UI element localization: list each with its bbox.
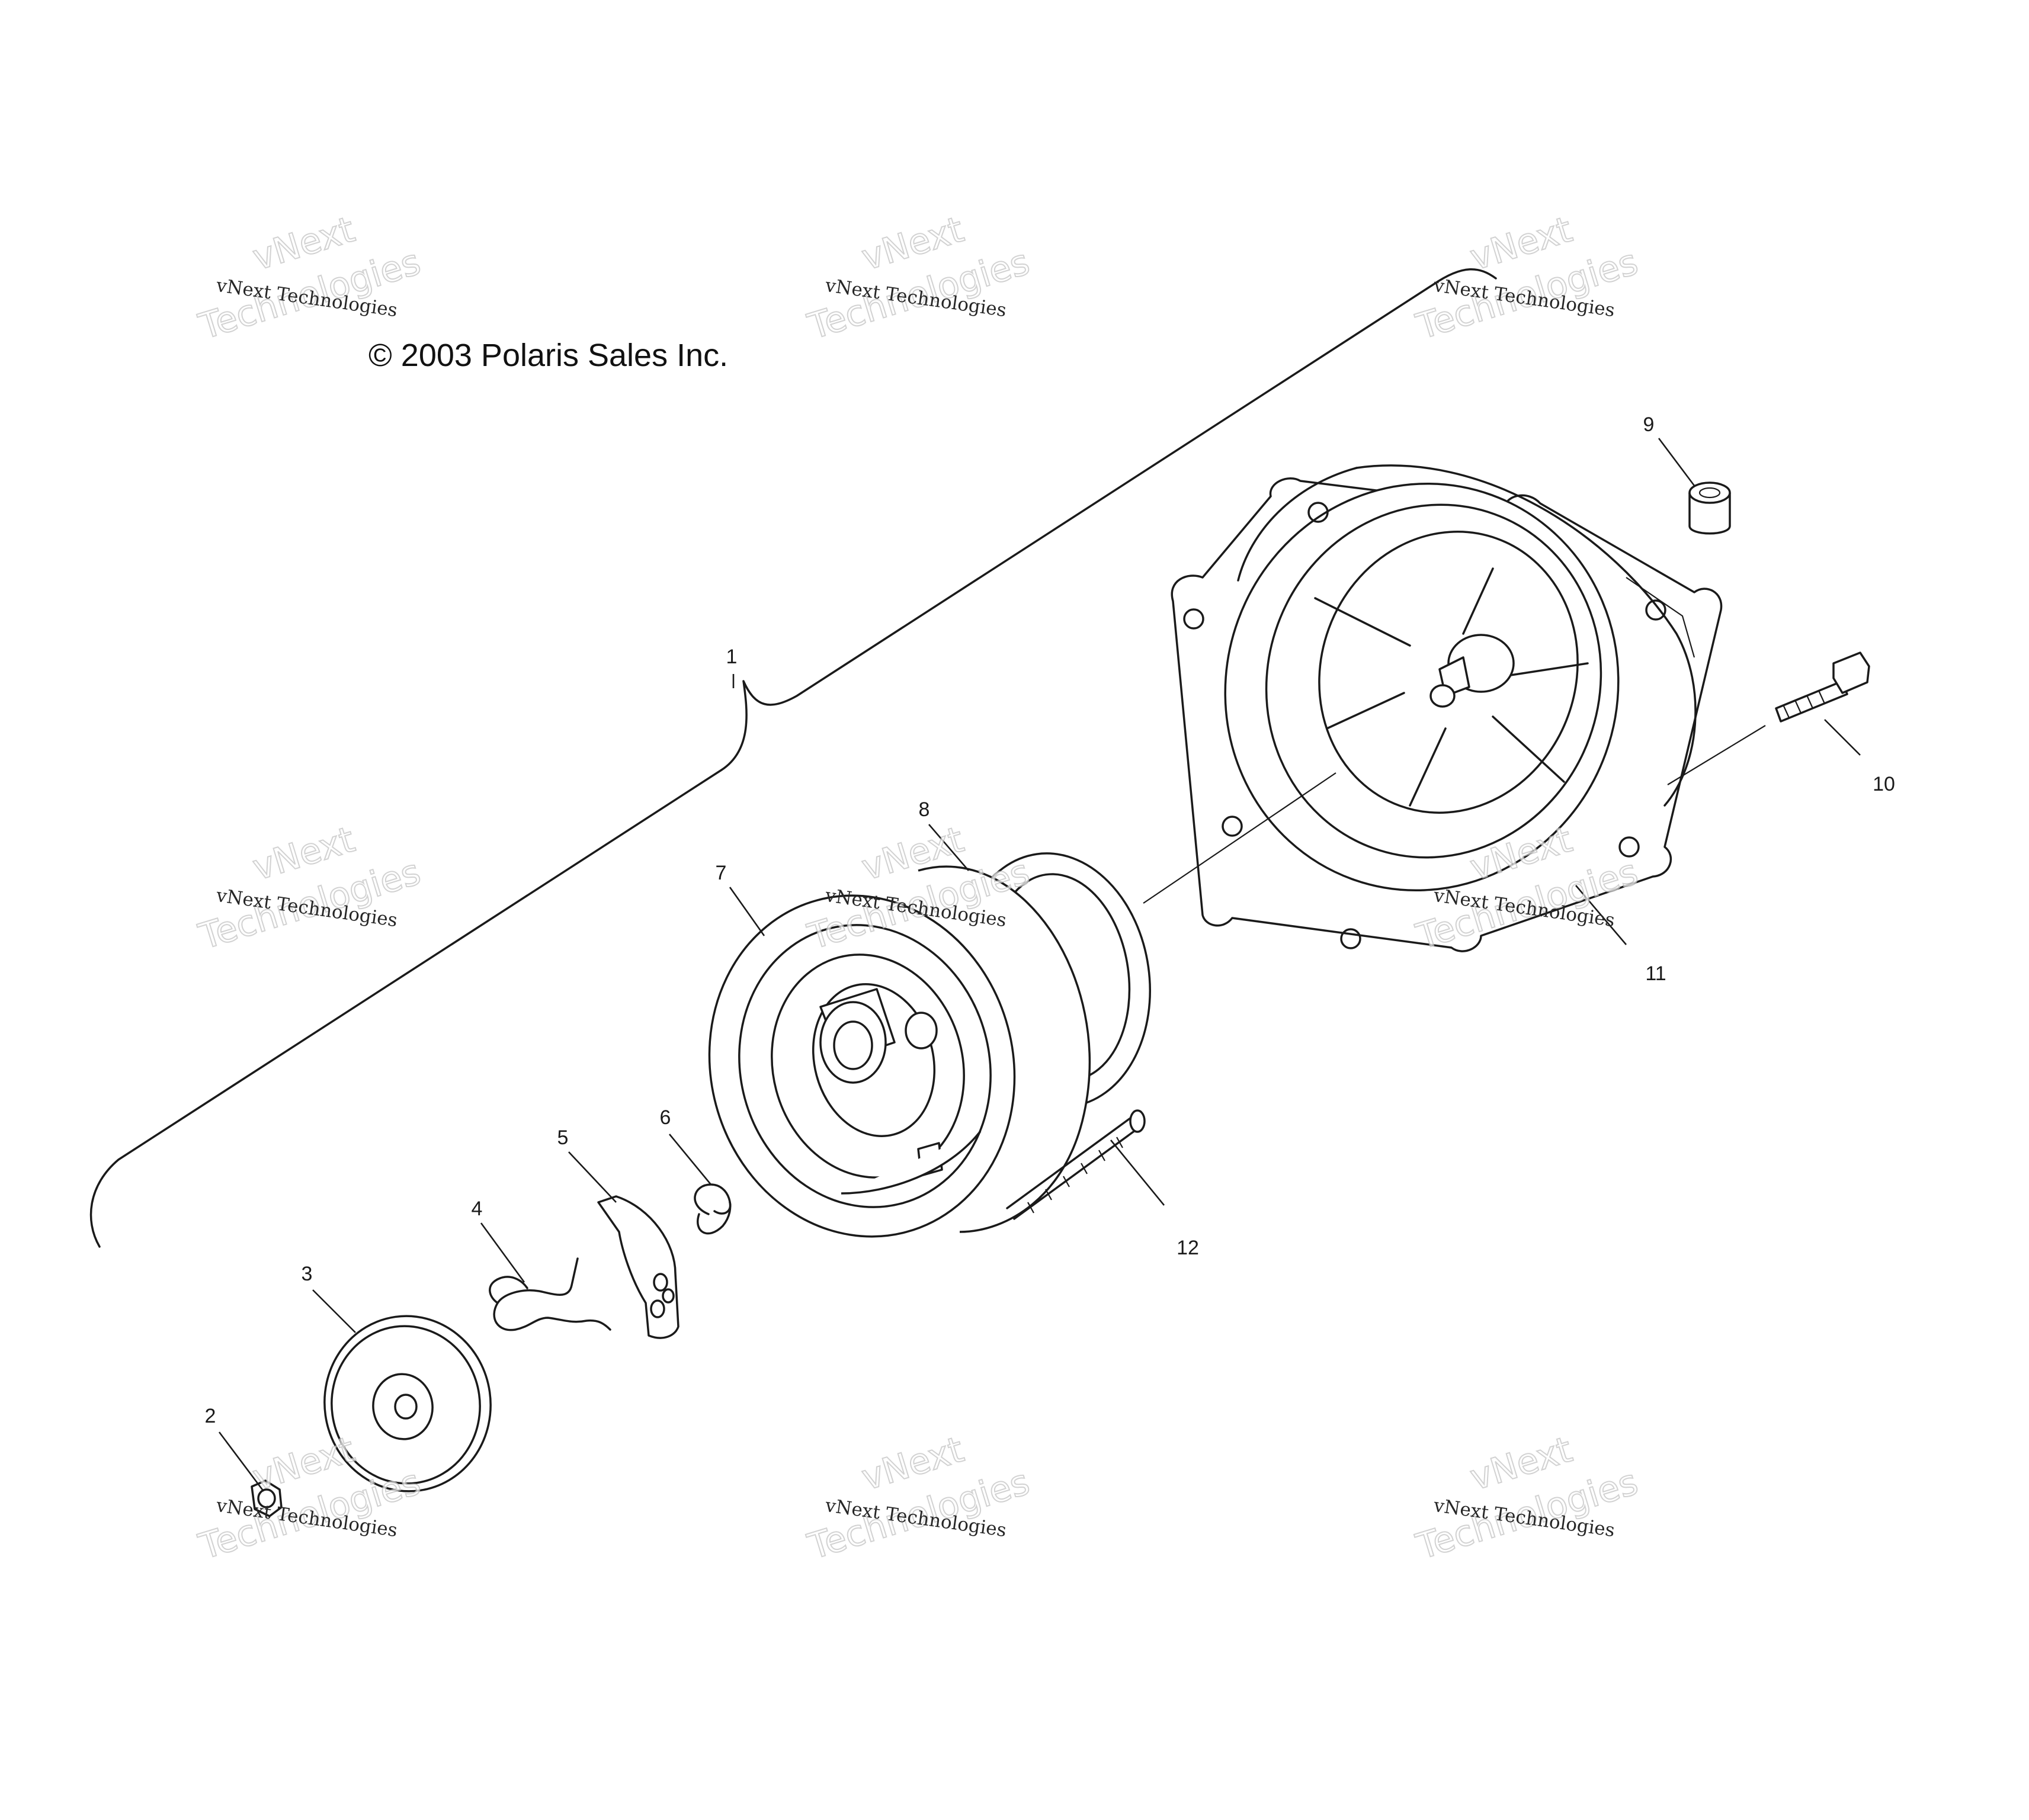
callout-10: 10: [1873, 773, 1895, 795]
callout-5: 5: [557, 1126, 569, 1149]
washer: [323, 1315, 492, 1492]
coil-spring: [694, 1183, 732, 1235]
watermark: vNext Technologies vNext Technologies: [194, 208, 426, 349]
callout-4: 4: [472, 1198, 483, 1220]
bushing: [1688, 482, 1731, 535]
callout-9: 9: [1643, 413, 1655, 436]
starter-pulley: [708, 865, 1091, 1238]
callout-7: 7: [716, 862, 727, 884]
callout-2: 2: [205, 1405, 216, 1427]
callout-8: 8: [919, 798, 930, 821]
watermark: vNext Technologies vNext Technologies: [803, 1429, 1035, 1569]
assembly-axis-line: [1143, 725, 1766, 904]
watermark: vNext Technologies vNext Technologies: [1411, 208, 1643, 349]
watermark: vNext Technologies vNext Technologies: [194, 818, 426, 959]
bolt: [1775, 651, 1870, 723]
watermark: vNext Technologies vNext Technologies: [803, 208, 1035, 349]
starter-rope: [1006, 1109, 1146, 1220]
callout-1: 1: [726, 646, 738, 668]
starter-housing: [1171, 464, 1723, 952]
callout-6: 6: [660, 1106, 671, 1129]
callout-numbers: 1 2 3 4 5 6 7 8 9 10 11 12: [205, 413, 1895, 1427]
copyright-text: © 2003 Polaris Sales Inc.: [368, 338, 728, 373]
nut: [251, 1479, 283, 1517]
clip-spring: [489, 1257, 611, 1331]
callout-12: 12: [1177, 1237, 1199, 1259]
callout-11: 11: [1645, 962, 1666, 985]
pawl: [597, 1195, 679, 1339]
leader-lines: [218, 438, 1861, 1492]
assembly-bracket: [89, 268, 1497, 1248]
callout-3: 3: [302, 1263, 313, 1285]
watermark: vNext Technologies vNext Technologies: [1411, 1429, 1643, 1569]
